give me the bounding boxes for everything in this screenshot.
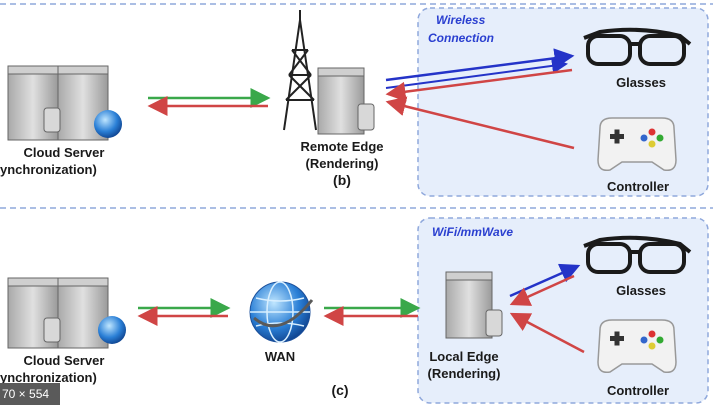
remote-edge-server-icon — [317, 67, 375, 135]
local-edge-server-icon — [445, 271, 503, 339]
arrow-blue-edge-to-glasses-1 — [385, 48, 575, 82]
arrow-blue-edge-to-glasses-2 — [385, 57, 568, 89]
controller-icon-c — [597, 319, 677, 374]
cloud-server-icon-c — [7, 277, 126, 349]
cloud-server-sub-label-b: ynchronization) — [0, 162, 97, 177]
controller-label-b: Controller — [606, 179, 670, 194]
panel-b-caption: (b) — [333, 172, 351, 188]
controller-label-c: Controller — [606, 383, 670, 398]
remote-edge-label: Remote Edge — [300, 139, 384, 154]
arrow-red-controller-to-edge — [385, 96, 575, 150]
cell-tower-icon — [283, 10, 317, 131]
image-size-badge: 70 × 554 — [0, 383, 60, 405]
glasses-label-b: Glasses — [616, 75, 666, 90]
panel-c-caption: (c) — [331, 382, 349, 398]
glasses-icon-b — [583, 27, 692, 66]
arrow-red-glasses-to-local-edge — [509, 274, 575, 306]
wan-label: WAN — [264, 349, 296, 364]
wireless-label-line1: Wireless — [436, 13, 486, 27]
wan-globe-icon — [249, 281, 314, 343]
arrow-red-controller-to-local-edge — [509, 312, 585, 354]
arrow-red-glasses-to-edge — [385, 68, 573, 102]
glasses-label-c: Glasses — [616, 283, 666, 298]
cloud-server-label-c: Cloud Server — [23, 353, 105, 368]
local-edge-sub-label: (Rendering) — [427, 366, 501, 381]
cloud-server-sub-label-c: ynchronization) — [0, 370, 97, 385]
local-edge-label: Local Edge — [429, 349, 499, 364]
cloud-server-icon-b — [7, 65, 122, 141]
wifi-mmwave-label: WiFi/mmWave — [432, 225, 514, 239]
wireless-label-line2: Connection — [428, 31, 494, 45]
glasses-icon-c — [583, 235, 692, 274]
cloud-server-label-b: Cloud Server — [23, 145, 105, 160]
controller-icon-b — [597, 117, 677, 172]
remote-edge-sub-label: (Rendering) — [305, 156, 379, 171]
